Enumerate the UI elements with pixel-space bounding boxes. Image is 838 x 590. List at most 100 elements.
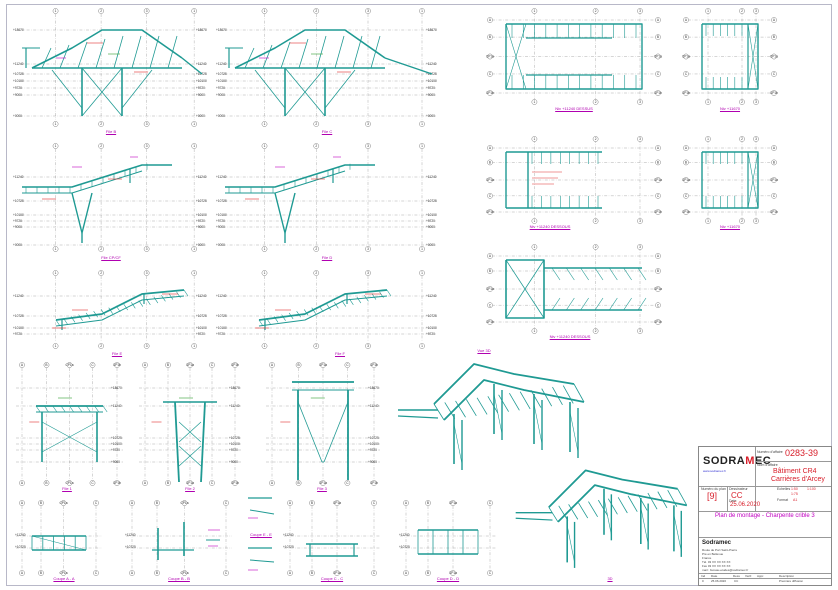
iso-member: [444, 402, 456, 419]
grid-bubble: [261, 343, 268, 349]
grid-bubble-text: A: [21, 501, 24, 505]
level-tag: +9720: [196, 219, 205, 223]
grid-bubble: [771, 193, 777, 199]
grid-bubble-text: 3: [146, 271, 148, 275]
member: [303, 309, 309, 316]
level-tag: +9720: [426, 219, 435, 223]
format-label: Format: [777, 498, 789, 502]
grid-bubble-text: 1: [707, 9, 709, 13]
grid-bubble: [487, 145, 493, 151]
grid-bubble: [683, 71, 689, 77]
grid-bubble-text: 3: [639, 245, 641, 249]
member: [100, 309, 106, 316]
member: [168, 293, 174, 300]
grid-bubble-text: 2: [595, 9, 597, 13]
grid-bubble: [592, 8, 599, 14]
grid-bubble-text: B: [489, 161, 491, 165]
level-tag: +0000: [216, 243, 225, 247]
grid-bubble-text: C: [225, 501, 228, 505]
view-3d-second[interactable]: 3D: [512, 452, 698, 581]
member: [266, 318, 271, 325]
member: [31, 535, 87, 551]
member: [86, 405, 91, 413]
grid-bubble: [771, 17, 777, 23]
grid-bubble: [655, 177, 661, 183]
level-tag: +10100: [196, 79, 207, 83]
grid-bubble-text: A: [489, 254, 492, 258]
grid-bubble-text: B: [311, 571, 313, 575]
grid-bubble: [487, 53, 493, 60]
echelle-1: 1:50: [791, 487, 798, 491]
grid-bubble-text: CP1a: [333, 571, 341, 575]
grid-bubble-text: 1: [707, 137, 709, 141]
iso-member: [573, 383, 585, 403]
grid-bubble: [705, 8, 711, 14]
address-mail[interactable]: mail : bureau-etudes@sodramec.fr: [702, 568, 749, 572]
iso-member: [433, 403, 445, 421]
view-label: Coupe D - D: [436, 576, 460, 581]
grid-bubble: [165, 362, 171, 368]
grid-bubble: [487, 500, 493, 506]
level-tag: +9720: [229, 448, 238, 452]
grid-bubble: [309, 570, 315, 576]
iso-member: [558, 505, 569, 521]
member: [178, 445, 202, 467]
revision-table: Ind Date Dess Vérif. Appr. Description 0…: [699, 573, 831, 585]
grid-bubble-text: B: [156, 501, 158, 505]
grid-bubble: [313, 246, 320, 252]
isometric-drawing: [397, 363, 585, 470]
projet-line-2: Carrières d'Arcey: [771, 476, 825, 483]
member: [123, 303, 129, 311]
grid-bubble: [753, 8, 759, 14]
level-tag: +10725: [13, 199, 24, 203]
grid-bubble: [143, 8, 150, 14]
view-3d-main[interactable]: Vue 3D: [394, 344, 594, 474]
grid-bubble: [269, 362, 275, 368]
grid-bubble-text: 2: [100, 247, 102, 251]
view-label: 3D: [607, 576, 613, 581]
grid-bubble-text: B: [156, 571, 158, 575]
grid-bubble: [261, 8, 268, 14]
grid-bubble-text: C: [489, 194, 492, 198]
company-website[interactable]: www.sodramec.fr: [703, 469, 727, 473]
view-coupe-e[interactable]: Coupe E - E: [244, 488, 278, 578]
grid-bubble: [181, 500, 188, 506]
grid-bubble: [637, 218, 643, 224]
member: [324, 69, 356, 109]
level-tag: +10100: [216, 79, 227, 83]
grid-bubble: [19, 480, 25, 486]
member: [22, 164, 172, 188]
section-drawing: AABBCP1aCP1aCCCP1bCP1b+18670+11240+10725…: [16, 362, 123, 486]
grid-bubble-text: B: [167, 481, 169, 485]
grid-bubble: [269, 480, 275, 486]
address-tel: Tél. 03 XX XX XX XX: [702, 560, 731, 564]
grid-bubble: [425, 570, 431, 576]
grid-bubble: [344, 480, 351, 486]
level-tag: +11240: [216, 175, 227, 179]
level-tag: +10725: [125, 545, 136, 549]
grid-bubble-text: C: [685, 194, 688, 198]
member: [55, 319, 61, 327]
iso-brace: [569, 411, 579, 453]
level-tag: +0000: [426, 243, 435, 247]
